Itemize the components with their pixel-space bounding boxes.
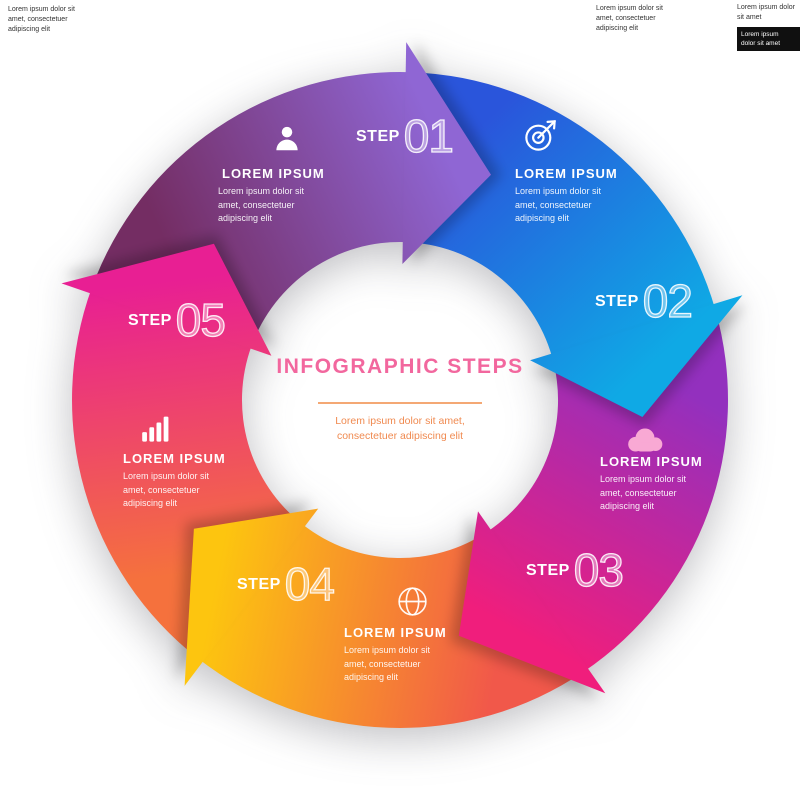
- step-03-label: STEP 03: [526, 544, 625, 596]
- corner-badge: Lorem ipsum dolor sit amet: [737, 27, 800, 52]
- step-word: STEP: [356, 127, 400, 145]
- corner-note-top-right: Lorem ipsum dolor sit amet, consectetuer…: [596, 5, 663, 32]
- bar-chart-icon: [141, 414, 172, 443]
- step-04-label: STEP 04: [237, 558, 336, 610]
- target-icon: [522, 117, 559, 154]
- step-number: 05: [175, 294, 226, 346]
- step-word: STEP: [237, 575, 281, 593]
- step-04-body: Lorem ipsum dolor sit amet, consectetuer…: [344, 645, 431, 682]
- step-01-heading: LOREM IPSUM: [222, 166, 325, 181]
- step-01-label: STEP 01: [356, 110, 455, 162]
- center-title: INFOGRAPHIC STEPS: [276, 355, 524, 378]
- step-03-heading: LOREM IPSUM: [600, 454, 703, 469]
- person-icon: [272, 124, 302, 154]
- arrow-head-02: [530, 295, 743, 417]
- step-number: 02: [642, 275, 693, 327]
- step-05-body: Lorem ipsum dolor sit amet, consectetuer…: [123, 471, 210, 508]
- arrow-head-01: [402, 42, 491, 264]
- step-02-body: Lorem ipsum dolor sit amet, consectetuer…: [515, 186, 602, 223]
- step-01-body: Lorem ipsum dolor sit amet, consectetuer…: [218, 186, 305, 223]
- step-04-heading: LOREM IPSUM: [344, 625, 447, 640]
- arrow-head-05: [61, 243, 272, 356]
- center-divider: [318, 402, 482, 404]
- arrow-head-04: [184, 508, 319, 686]
- center-subtitle: Lorem ipsum dolor sit amet, consectetuer…: [335, 415, 465, 443]
- step-03-body: Lorem ipsum dolor sit amet, consectetuer…: [600, 474, 687, 511]
- step-05-label: STEP 05: [128, 294, 227, 346]
- arrow-body-03: [488, 309, 728, 672]
- corner-note-far-right: Lorem ipsum dolor sit amet: [737, 4, 795, 21]
- step-word: STEP: [595, 292, 639, 310]
- cloud-icon: [624, 426, 666, 454]
- step-word: STEP: [526, 561, 570, 579]
- arrow-body-02: [405, 72, 716, 357]
- step-number: 03: [573, 544, 624, 596]
- globe-icon: [394, 583, 431, 620]
- step-number: 04: [284, 558, 335, 610]
- corner-note-top-left: Lorem ipsum dolor sit amet, consectetuer…: [8, 6, 75, 33]
- step-02-heading: LOREM IPSUM: [515, 166, 618, 181]
- step-02-label: STEP 02: [595, 275, 694, 327]
- step-05-heading: LOREM IPSUM: [123, 451, 226, 466]
- arrow-head-03: [458, 511, 606, 694]
- step-number: 01: [403, 110, 454, 162]
- step-word: STEP: [128, 311, 172, 329]
